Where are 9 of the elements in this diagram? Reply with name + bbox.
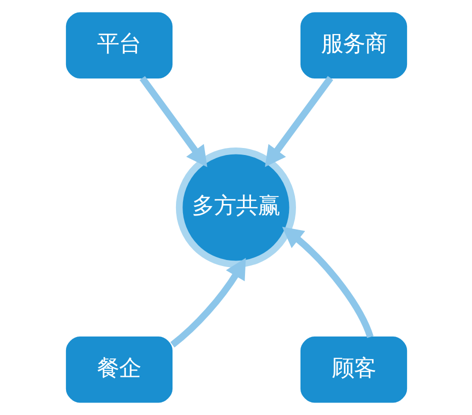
- node-box: 顾客: [300, 336, 407, 403]
- node-box: 服务商: [300, 12, 407, 78]
- arrow: [282, 226, 373, 338]
- node-circle: 多方共赢: [175, 147, 296, 268]
- arrow: [139, 76, 207, 168]
- node-box: 平台: [65, 12, 172, 78]
- arrow: [170, 258, 246, 348]
- node-box: 餐企: [65, 336, 172, 403]
- arrow: [264, 76, 333, 168]
